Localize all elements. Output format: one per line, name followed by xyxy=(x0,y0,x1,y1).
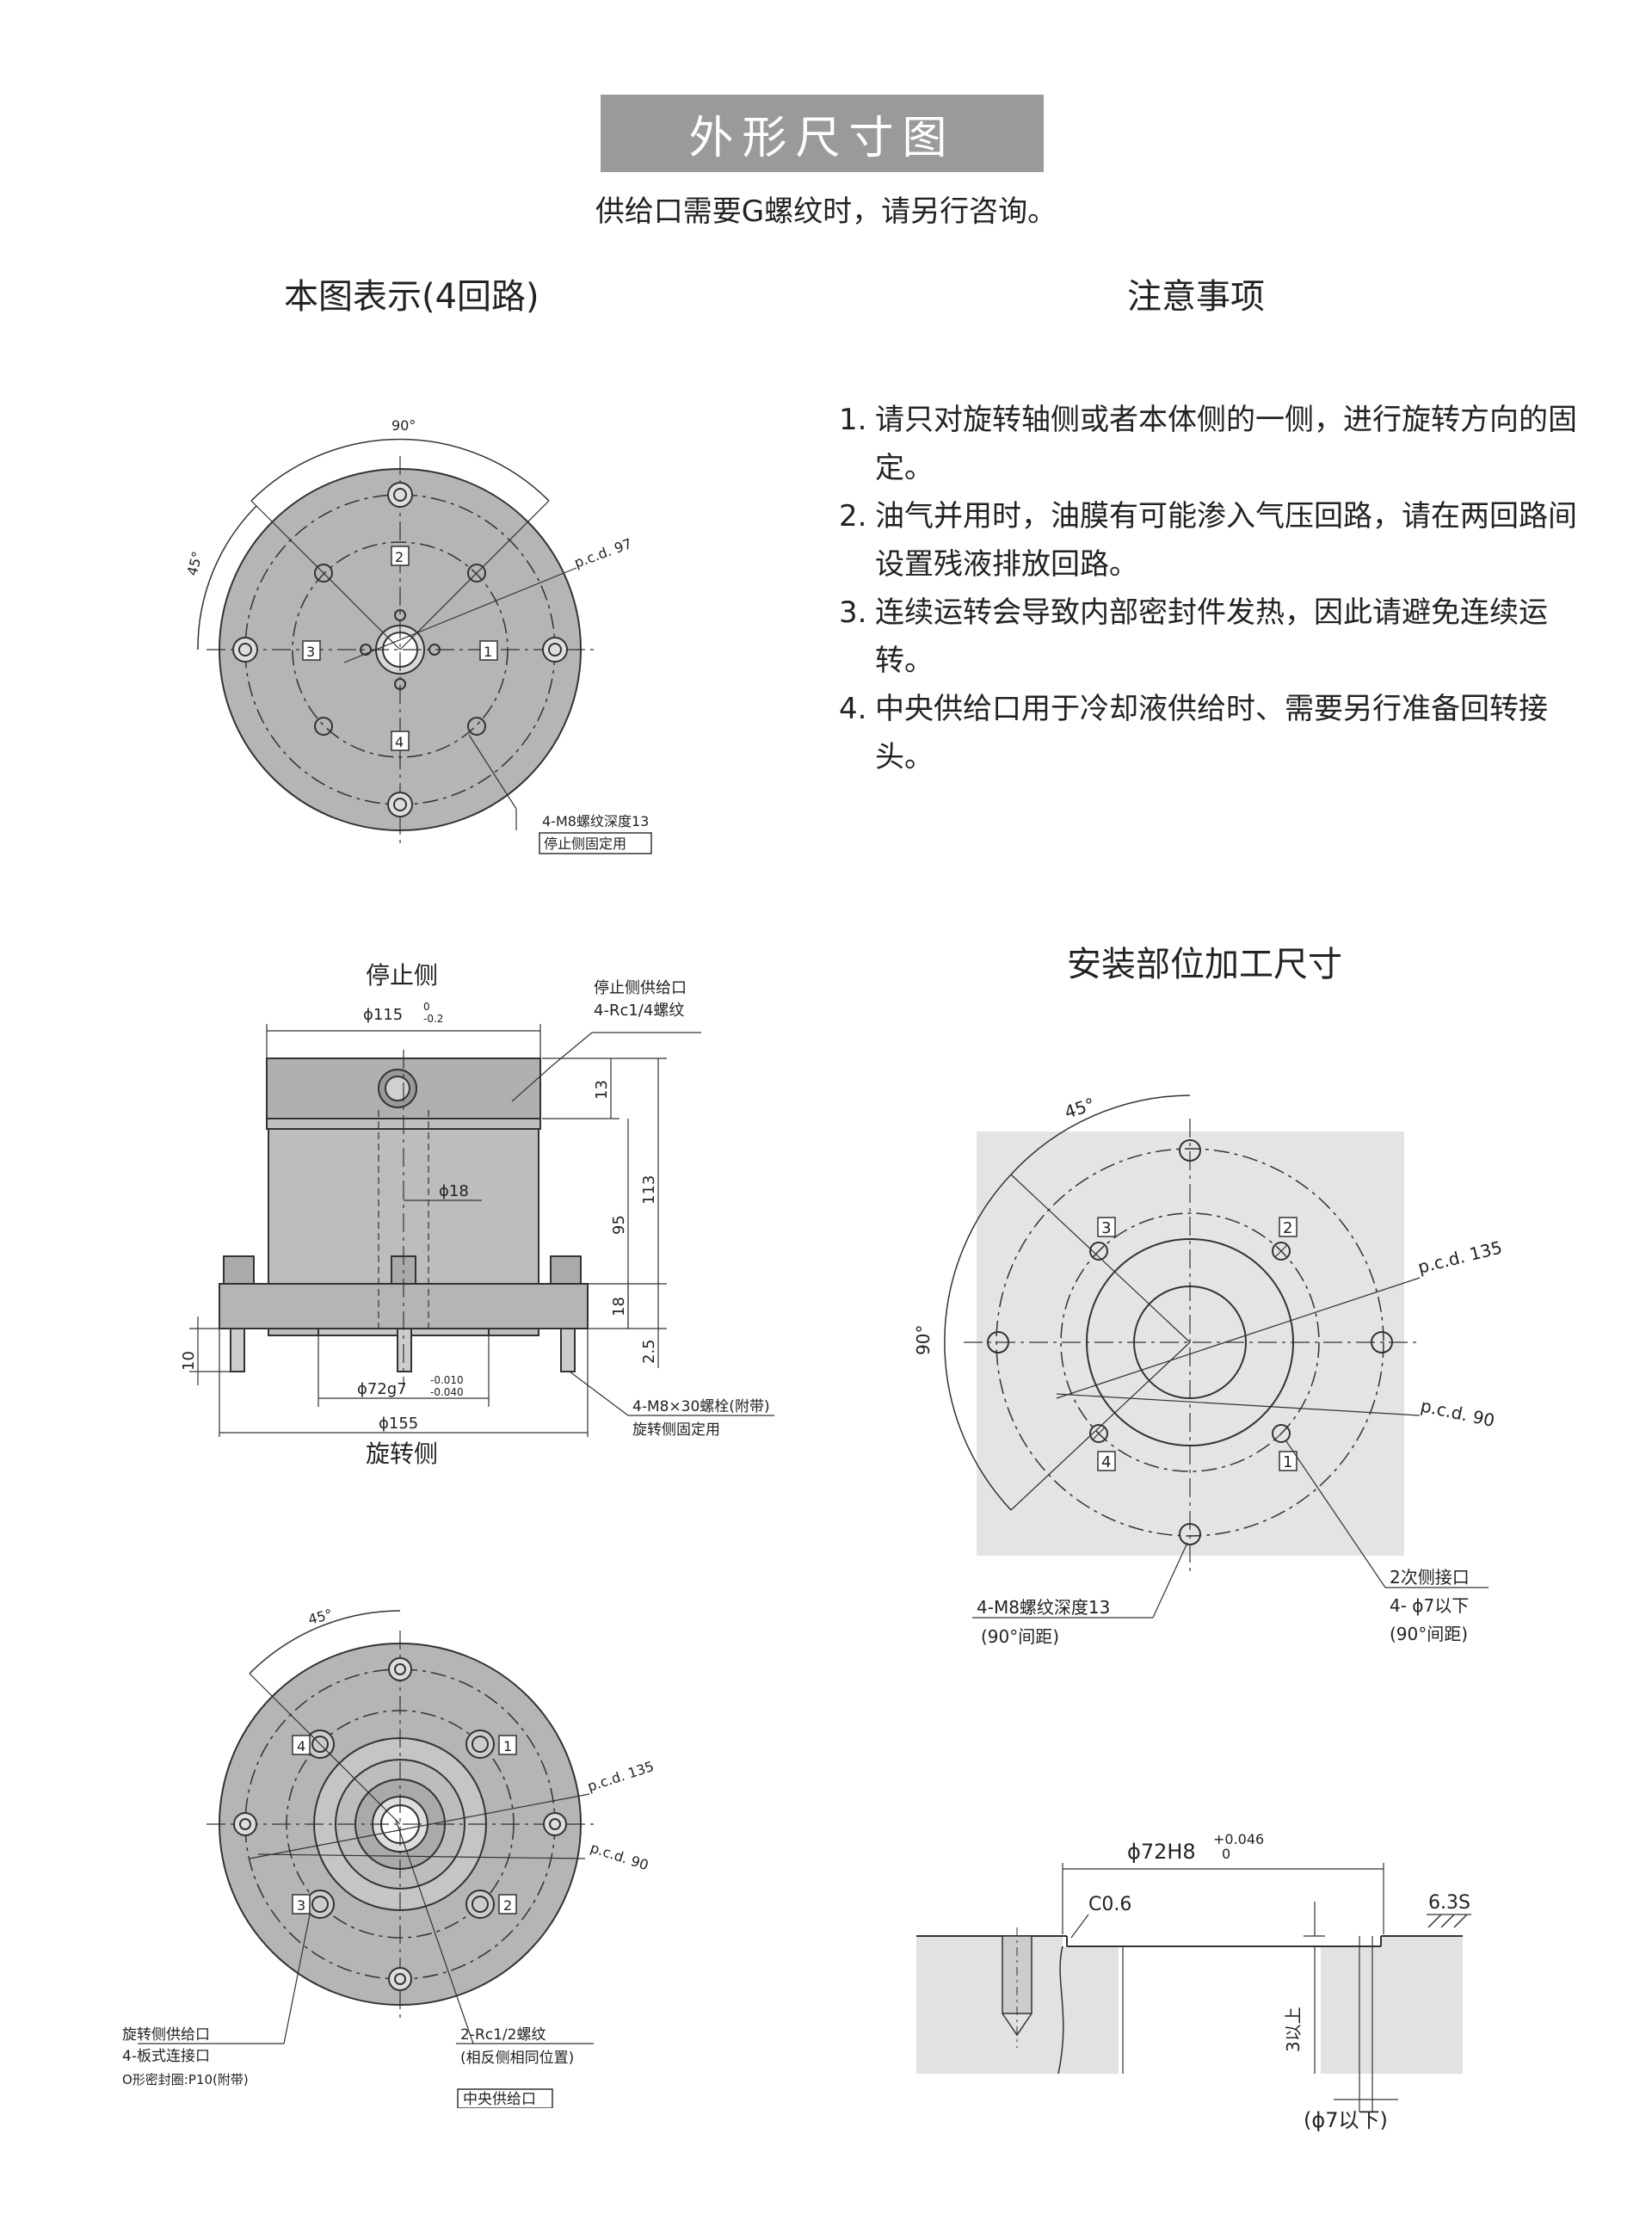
rotation-side-label: 旋转侧 xyxy=(366,1440,439,1468)
port-1-label: 1 xyxy=(484,644,492,660)
dim-13: 13 xyxy=(593,1080,611,1100)
port-4-label: 4 xyxy=(297,1738,305,1754)
spigot-tol-lower: -0.040 xyxy=(430,1386,464,1398)
bottom-view-drawing: 45° p.c.d. 135 p.c.d. 90 1 2 3 4 旋转侧供给口 … xyxy=(122,1606,656,2108)
pcd-135-label: p.c.d. 135 xyxy=(585,1758,656,1795)
page-subtitle: 供给口需要G螺纹时，请另行咨询。 xyxy=(595,194,1057,229)
note-item: 4.中央供给口用于冷却液供给时、需要另行准备回转接头。 xyxy=(839,692,1548,774)
heading-mounting: 安装部位加工尺寸 xyxy=(1067,945,1342,984)
top-view-drawing: 90° 45° p.c.d. 97 2 3 1 4 4-M8螺纹深度13 停止侧… xyxy=(184,417,652,854)
plate-port-label: 4-板式连接口 xyxy=(122,2048,210,2065)
dia-115-tol-upper: 0 xyxy=(423,1001,430,1013)
port-4-label: 4 xyxy=(395,734,404,750)
stop-side-label: 停止侧 xyxy=(366,961,439,990)
pcd-90-label: p.c.d. 90 xyxy=(589,1840,650,1874)
port-3-label: 3 xyxy=(306,644,315,660)
dim-18: 18 xyxy=(610,1297,628,1316)
dia-115-label: ϕ115 xyxy=(363,1006,403,1024)
pitch-left-label: (90°间距) xyxy=(981,1626,1059,1647)
port-4-label: 4 xyxy=(1101,1453,1111,1471)
rc14-label: 4-Rc1/4螺纹 xyxy=(594,1002,684,1020)
stop-side-fix-callout: 停止侧固定用 xyxy=(544,836,626,852)
tol-upper: +0.046 xyxy=(1213,1831,1264,1847)
pitch-right-label: (90°间距) xyxy=(1390,1624,1468,1644)
note-item: 2.油气并用时，油膜有可能渗入气压回路，请在两回路间设置残液排放回路。 xyxy=(839,499,1577,582)
dim-10: 10 xyxy=(180,1351,198,1371)
tol-lower: 0 xyxy=(1222,1846,1230,1862)
dia-72h8-label: ϕ72H8 xyxy=(1127,1840,1196,1864)
angle-90-label: 90° xyxy=(913,1325,934,1355)
center-port-label: 中央供给口 xyxy=(463,2091,536,2108)
depth-label: 3以上 xyxy=(1283,2007,1304,2052)
heading-4-circuit: 本图表示(4回路) xyxy=(284,277,539,317)
port-1-label: 1 xyxy=(503,1738,512,1754)
rc12-label: 2-Rc1/2螺纹 xyxy=(460,2026,546,2044)
dim-2-5: 2.5 xyxy=(640,1339,658,1364)
notes-list: 1.请只对旋转轴侧或者本体侧的一侧，进行旋转方向的固定。 2.油气并用时，油膜有… xyxy=(839,396,1596,781)
rotation-fix-label: 旋转侧固定用 xyxy=(632,1421,720,1437)
note-item: 3.连续运转会导致内部密封件发热，因此请避免连续运转。 xyxy=(839,595,1548,678)
m8-thread-callout: 4-M8螺纹深度13 xyxy=(542,813,649,829)
port-3-label: 3 xyxy=(1101,1219,1111,1237)
page-title: 外形尺寸图 xyxy=(688,112,956,164)
roughness-label: 6.3S xyxy=(1428,1892,1470,1914)
opposite-side-label: (相反侧相同位置) xyxy=(460,2050,574,2067)
port-2-label: 2 xyxy=(503,1897,512,1914)
m8-depth-label: 4-M8螺纹深度13 xyxy=(977,1597,1110,1618)
angle-45-label: 45° xyxy=(1062,1094,1097,1123)
dim-95: 95 xyxy=(610,1215,628,1235)
pcd-97-label: p.c.d. 97 xyxy=(572,535,634,571)
angle-90-label: 90° xyxy=(391,417,416,434)
pcd-90-label: p.c.d. 90 xyxy=(1419,1395,1496,1431)
port-2-label: 2 xyxy=(1283,1219,1292,1237)
oring-label: O形密封圈:P10(附带) xyxy=(122,2072,249,2087)
pcd-135-label: p.c.d. 135 xyxy=(1415,1236,1504,1277)
phi7-label: 4- ϕ7以下 xyxy=(1390,1595,1469,1616)
dim-113: 113 xyxy=(640,1175,658,1205)
port-2-label: 2 xyxy=(395,549,404,565)
spigot-tol-upper: -0.010 xyxy=(430,1374,464,1386)
angle-45-label: 45° xyxy=(184,550,206,577)
heading-notes: 注意事项 xyxy=(1127,277,1265,317)
bolt-m8-label: 4-M8×30螺栓(附带) xyxy=(632,1398,770,1415)
title-banner: 外形尺寸图 xyxy=(601,95,1044,172)
chamfer-label: C0.6 xyxy=(1088,1894,1131,1915)
port-3-label: 3 xyxy=(297,1897,305,1914)
mounting-drawing: 45° 90° p.c.d. 135 p.c.d. 90 3 2 4 1 4-M… xyxy=(913,1094,1504,1647)
section-detail-drawing: ϕ72H8 +0.046 0 C0.6 6.3S 3以上 (ϕ7以下) xyxy=(916,1831,1471,2132)
spigot-72g7-label: ϕ72g7 xyxy=(357,1380,407,1398)
note-item: 1.请只对旋转轴侧或者本体侧的一侧，进行旋转方向的固定。 xyxy=(839,403,1577,485)
secondary-port-label: 2次侧接口 xyxy=(1390,1567,1470,1588)
side-view-drawing: ϕ115 0 -0.2 停止侧供给口 4-Rc1/4螺纹 13 95 113 1… xyxy=(180,979,774,1437)
hole-phi7-label: (ϕ7以下) xyxy=(1304,2108,1388,2132)
angle-45-label: 45° xyxy=(306,1606,334,1628)
rotation-port-label: 旋转侧供给口 xyxy=(122,2026,210,2044)
port-1-label: 1 xyxy=(1283,1453,1292,1471)
bore-18-label: ϕ18 xyxy=(439,1182,469,1200)
stop-port-label: 停止侧供给口 xyxy=(594,979,687,997)
dia-115-tol-lower: -0.2 xyxy=(423,1013,443,1025)
flange-155-label: ϕ155 xyxy=(379,1415,418,1433)
